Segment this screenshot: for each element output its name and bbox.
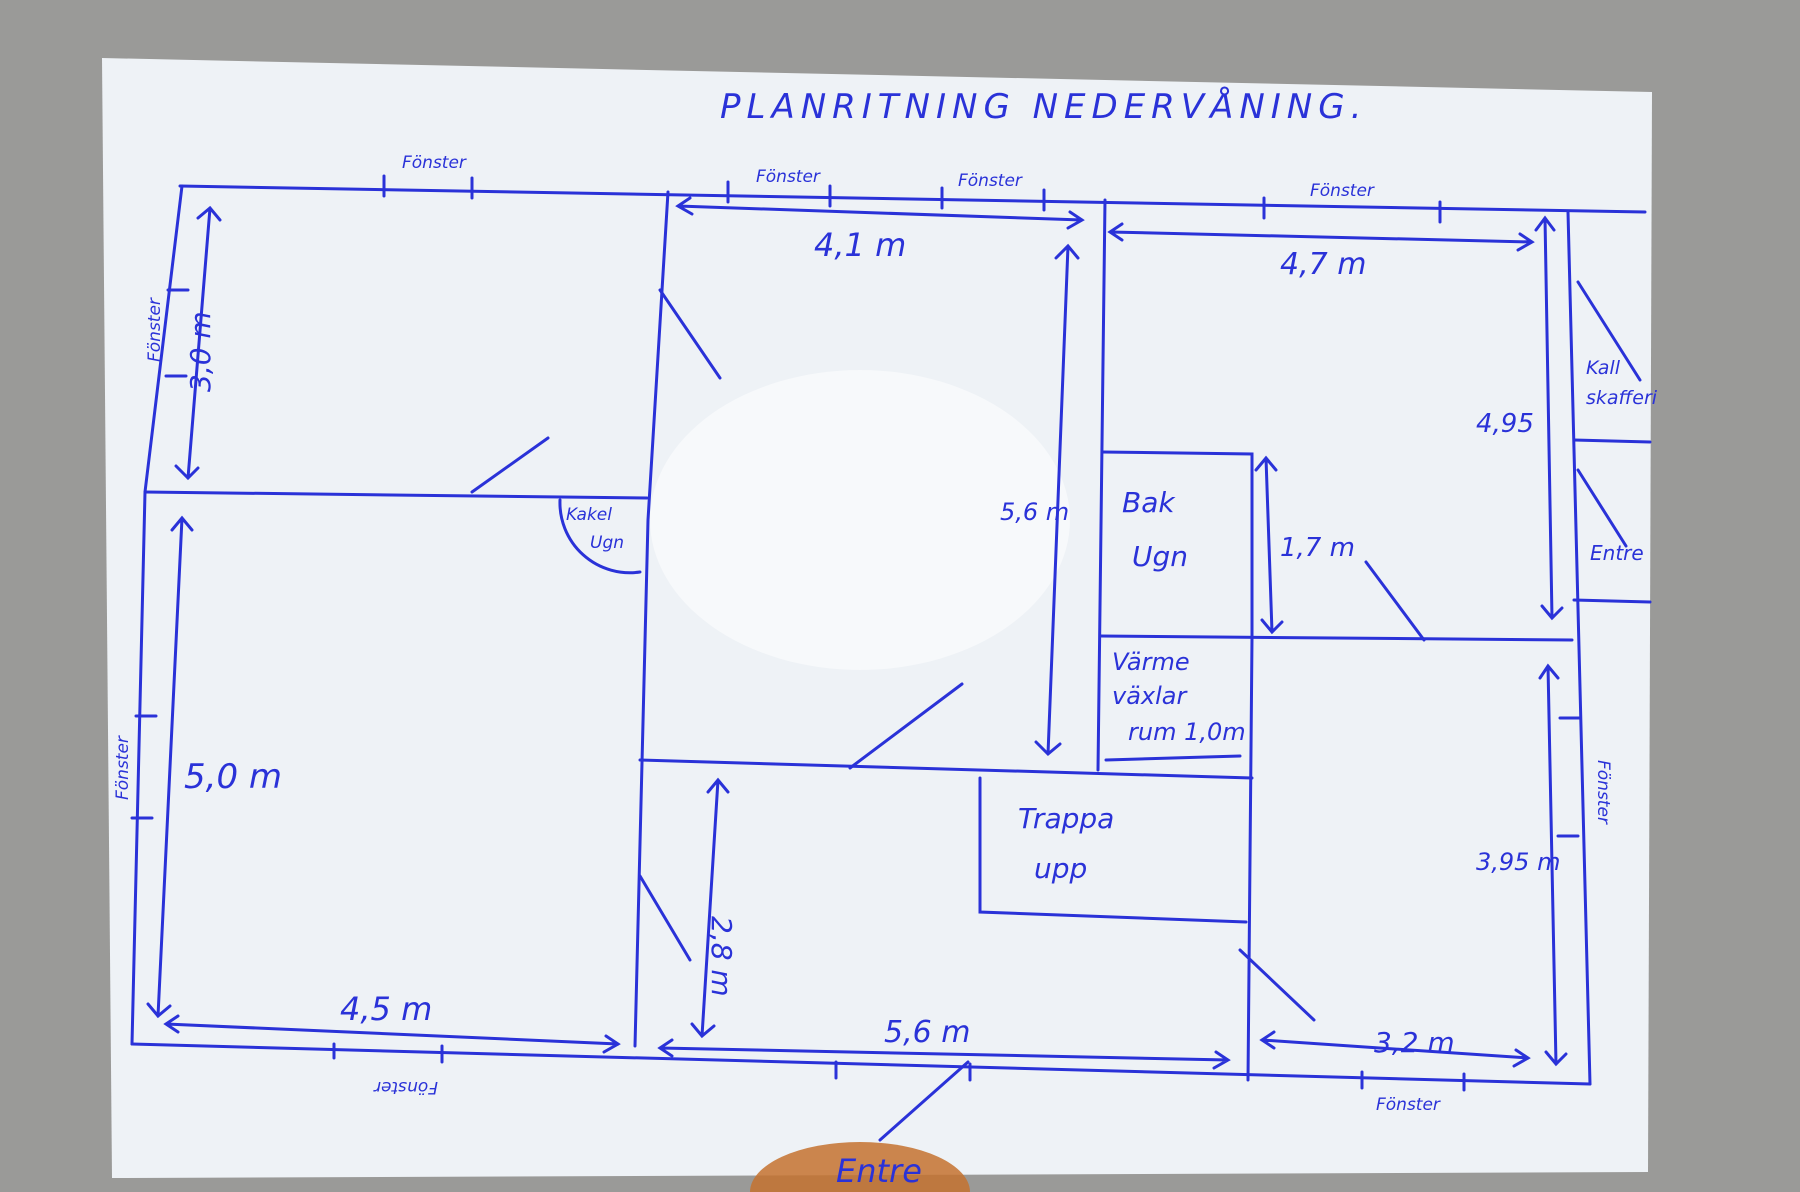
window-ticks [130, 174, 1582, 1092]
label-kall-skafferi-1: Kall [1586, 357, 1621, 379]
label-window-bottom-right: Fönster [1376, 1095, 1441, 1115]
dim-arrow-30 [174, 205, 222, 481]
door-swing-lower-right [1238, 948, 1316, 1022]
label-window-top-mid1: Fönster [756, 167, 821, 187]
outer-wall-right [1566, 210, 1592, 1086]
paper-glare [650, 370, 1070, 670]
label-bak-ugn-1: Bak [1122, 486, 1176, 519]
label-window-left-lower: Fönster [113, 735, 133, 800]
kakel-ugn-arc [558, 498, 642, 575]
door-swing-upper-left [470, 436, 550, 494]
plan-text: PLANRITNING NEDERVÅNING. Fönster Fönster… [113, 86, 1658, 1190]
dim-label-47: 4,7 m [1280, 247, 1366, 282]
outer-wall-bottom [130, 1042, 1592, 1086]
wall-upper-left-room-bottom [143, 490, 649, 500]
plan-lines [130, 174, 1652, 1142]
wall-right-lower-closets [1572, 438, 1652, 604]
dim-label-41: 4,1 m [814, 226, 906, 264]
label-varme-3: rum 1,0m [1128, 718, 1246, 746]
label-kakel-ugn-1: Kakel [566, 505, 612, 525]
label-varme-1: Värme [1112, 648, 1190, 676]
dim-label-56-horizontal: 5,6 m [884, 1015, 970, 1050]
label-window-top-left: Fönster [402, 153, 467, 173]
plan-title: PLANRITNING NEDERVÅNING. [720, 86, 1367, 127]
label-trappa-1: Trappa [1018, 802, 1114, 835]
dim-arrow-395 [1538, 663, 1568, 1067]
wall-vertical-center [1096, 198, 1107, 772]
dim-arrow-50 [146, 515, 194, 1019]
wall-service-horizontal [1098, 634, 1574, 642]
dim-label-32: 3,2 m [1374, 1026, 1455, 1059]
label-window-top-right: Fönster [1310, 181, 1375, 201]
dim-label-17: 1,7 m [1280, 533, 1355, 563]
dim-arrow-28 [690, 777, 730, 1039]
door-swing-center-mid [848, 682, 964, 770]
dim-arrow-41 [675, 196, 1085, 230]
wall-stair [978, 776, 1248, 924]
label-window-right-lower: Fönster [1593, 760, 1613, 825]
label-window-bottom-left: Fönster [373, 1077, 438, 1097]
door-swing-lower-left [638, 874, 692, 962]
dim-label-45: 4,5 m [340, 990, 432, 1028]
dim-arrow-varme [1104, 754, 1242, 762]
wall-bath-box [1100, 450, 1254, 640]
label-trappa-2: upp [1034, 852, 1087, 885]
label-window-top-mid2: Fönster [958, 171, 1023, 191]
door-swing-center-top [658, 288, 722, 380]
dim-arrow-495 [1534, 215, 1564, 621]
label-window-left-upper: Fönster [145, 297, 165, 362]
dim-arrow-47 [1107, 222, 1535, 252]
label-kall-skafferi-2: skafferi [1586, 387, 1658, 409]
table-shadow [750, 1142, 970, 1192]
wall-vertical-center-left [633, 190, 670, 1048]
label-kakel-ugn-2: Ugn [590, 533, 624, 553]
label-varme-2: växlar [1112, 682, 1188, 710]
dim-arrow-17 [1254, 455, 1284, 635]
dim-arrow-56v [1034, 243, 1080, 757]
dim-arrow-56h [657, 1038, 1231, 1070]
wall-service-vertical [1246, 636, 1254, 1082]
dim-arrow-45 [163, 1014, 621, 1054]
dim-label-395: 3,95 m [1476, 848, 1560, 876]
outer-wall-top [178, 184, 1647, 214]
dim-label-495: 4,95 [1476, 409, 1534, 439]
door-swing-service [1364, 560, 1426, 642]
dim-label-56-vertical: 5,6 m [1000, 498, 1069, 526]
label-entre-bottom: Entre [836, 1152, 922, 1190]
label-entre-right: Entre [1590, 541, 1644, 565]
dim-arrow-32 [1259, 1030, 1531, 1068]
wall-mid-horizontal [638, 758, 1254, 780]
dim-label-28: 2,8 m [705, 916, 738, 997]
label-bak-ugn-2: Ugn [1132, 540, 1188, 573]
dim-label-50: 5,0 m [184, 757, 282, 797]
dim-label-30: 3,0 m [184, 311, 217, 392]
door-swing-entrance [878, 1060, 970, 1142]
door-swing-closet-top [1576, 280, 1642, 382]
door-swing-closet-bottom [1576, 468, 1628, 548]
